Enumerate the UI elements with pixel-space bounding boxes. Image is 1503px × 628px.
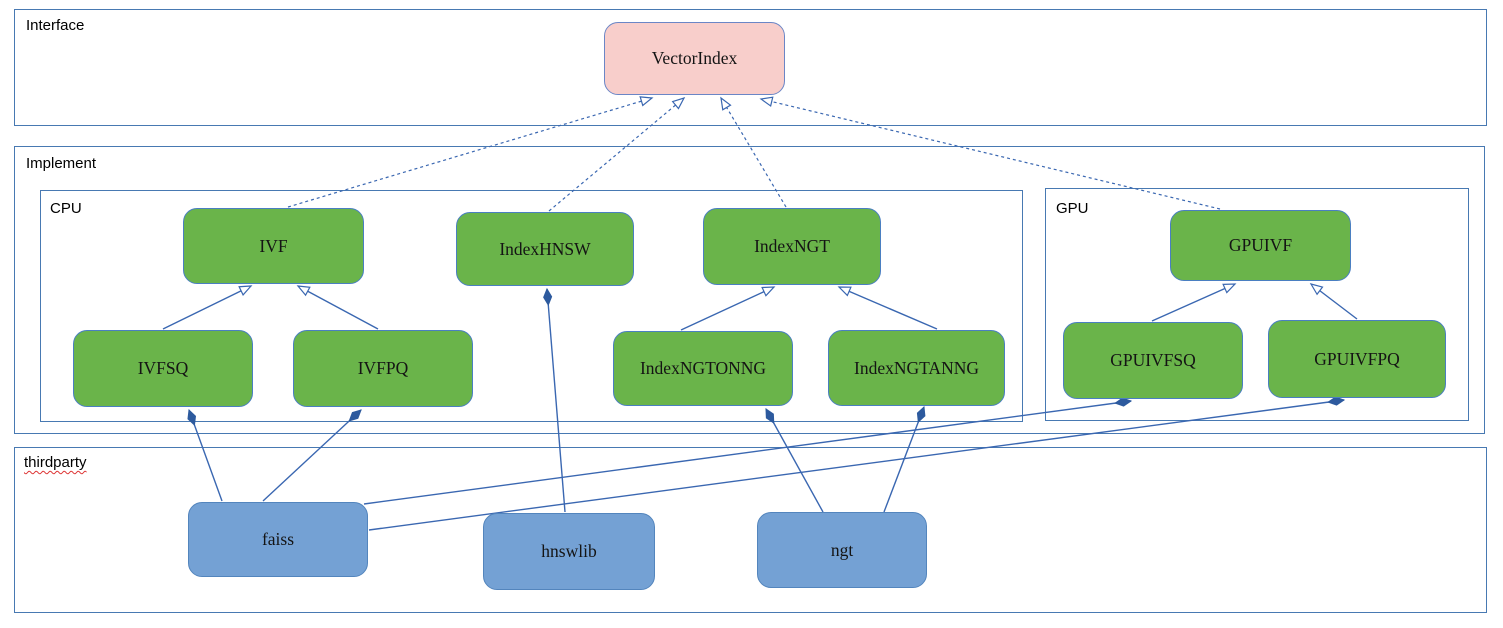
node-ivfsq[interactable]: IVFSQ: [73, 330, 253, 407]
node-ivfpq[interactable]: IVFPQ: [293, 330, 473, 407]
node-faiss[interactable]: faiss: [188, 502, 368, 577]
node-gpuivfsq[interactable]: GPUIVFSQ: [1063, 322, 1243, 399]
node-ivf[interactable]: IVF: [183, 208, 364, 284]
gpu-container-label: GPU: [1056, 200, 1089, 217]
thirdparty-container-label: thirdparty: [24, 454, 87, 471]
cpu-container-label: CPU: [50, 200, 82, 217]
node-gpuivf[interactable]: GPUIVF: [1170, 210, 1351, 281]
node-vectorindex[interactable]: VectorIndex: [604, 22, 785, 95]
node-gpuivfpq[interactable]: GPUIVFPQ: [1268, 320, 1446, 398]
node-indexngtanng[interactable]: IndexNGTANNG: [828, 330, 1005, 406]
node-indexngtonng[interactable]: IndexNGTONNG: [613, 331, 793, 406]
node-indexngt[interactable]: IndexNGT: [703, 208, 881, 285]
node-ngt[interactable]: ngt: [757, 512, 927, 588]
implement-container-label: Implement: [26, 155, 97, 172]
node-hnswlib[interactable]: hnswlib: [483, 513, 655, 590]
node-indexhnsw[interactable]: IndexHNSW: [456, 212, 634, 286]
interface-container-label: Interface: [26, 17, 85, 34]
